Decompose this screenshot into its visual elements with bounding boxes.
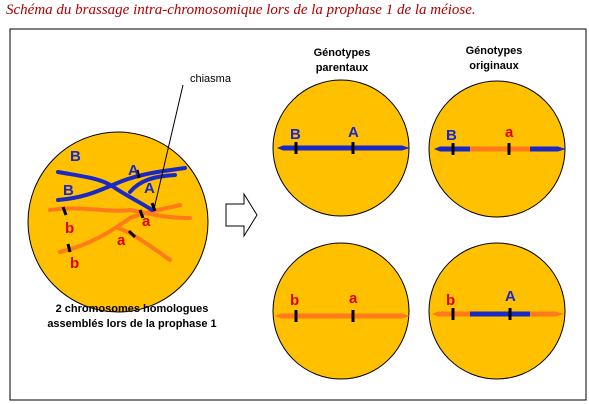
cell-original-Ba: B a — [428, 80, 566, 218]
cell-parental-BA-right-label: A — [348, 124, 359, 141]
chromosome-orange-segment — [470, 146, 530, 152]
outer-frame — [9, 28, 587, 401]
marker-a-top — [138, 209, 145, 219]
marker-A-mid — [150, 202, 157, 212]
cell-original-Ba-right-label: a — [505, 124, 514, 141]
label-a-mid: a — [117, 232, 126, 249]
orange-chromosome-2 — [58, 203, 182, 254]
orange-chromosome-1 — [48, 206, 192, 220]
marker-a-mid — [127, 229, 137, 239]
blue-chromosome-3 — [128, 173, 177, 194]
marker-b-top — [61, 206, 68, 216]
label-b-top: b — [65, 220, 74, 237]
header-original-line1: Génotypes — [466, 45, 523, 57]
label-b-bottom: b — [70, 255, 79, 272]
chromosome-blue-segment-right — [530, 146, 566, 152]
cell-parental-ba: b a — [272, 242, 410, 380]
label-a-top: a — [142, 213, 151, 230]
chromosome-blue — [277, 145, 410, 151]
blue-chromosome-2 — [56, 166, 187, 202]
chromosome-orange-segment-left — [432, 311, 470, 317]
cell-parental-ba-right-label: a — [349, 290, 358, 307]
cell-parental-ba-left-label: b — [290, 292, 299, 309]
marker-b-bottom — [66, 243, 72, 253]
chiasma-pointer-line — [153, 84, 184, 210]
label-A-mid: A — [144, 180, 155, 197]
cell-original-bA-left-label: b — [446, 292, 455, 309]
chromosome-orange — [275, 313, 410, 319]
label-A-top: A — [128, 162, 139, 179]
left-cell: B B A A b b a a chiasma 2 chromosomes ho… — [27, 73, 232, 330]
header-parental-line2: parentaux — [316, 62, 369, 74]
page-title: Schéma du brassage intra-chromosomique l… — [6, 2, 476, 18]
orange-chromosome-3 — [116, 226, 172, 262]
left-caption-line1: 2 chromosomes homologues — [56, 303, 209, 315]
marker-A-top — [135, 169, 141, 179]
cell-parental-BA: B A — [272, 79, 410, 217]
cell-parental-BA-left-label: B — [290, 126, 301, 143]
right-arrow-icon — [225, 192, 258, 238]
header-parental-line1: Génotypes — [314, 47, 371, 59]
chiasma-label: chiasma — [190, 73, 232, 85]
left-caption-line2: assemblés lors de la prophase 1 — [47, 318, 216, 330]
cell-original-bA: b A — [428, 242, 566, 380]
cell-original-bA-circle — [428, 242, 566, 380]
label-B-top: B — [70, 148, 81, 165]
cell-parental-ba-circle — [272, 242, 410, 380]
cell-original-bA-right-label: A — [505, 288, 516, 305]
chromosome-blue-segment — [470, 311, 530, 317]
chromosome-orange-segment-right — [530, 311, 564, 317]
cell-original-Ba-left-label: B — [446, 127, 457, 144]
left-cell-circle — [27, 131, 209, 313]
header-original-line2: originaux — [469, 60, 519, 72]
label-B-mid: B — [63, 182, 74, 199]
